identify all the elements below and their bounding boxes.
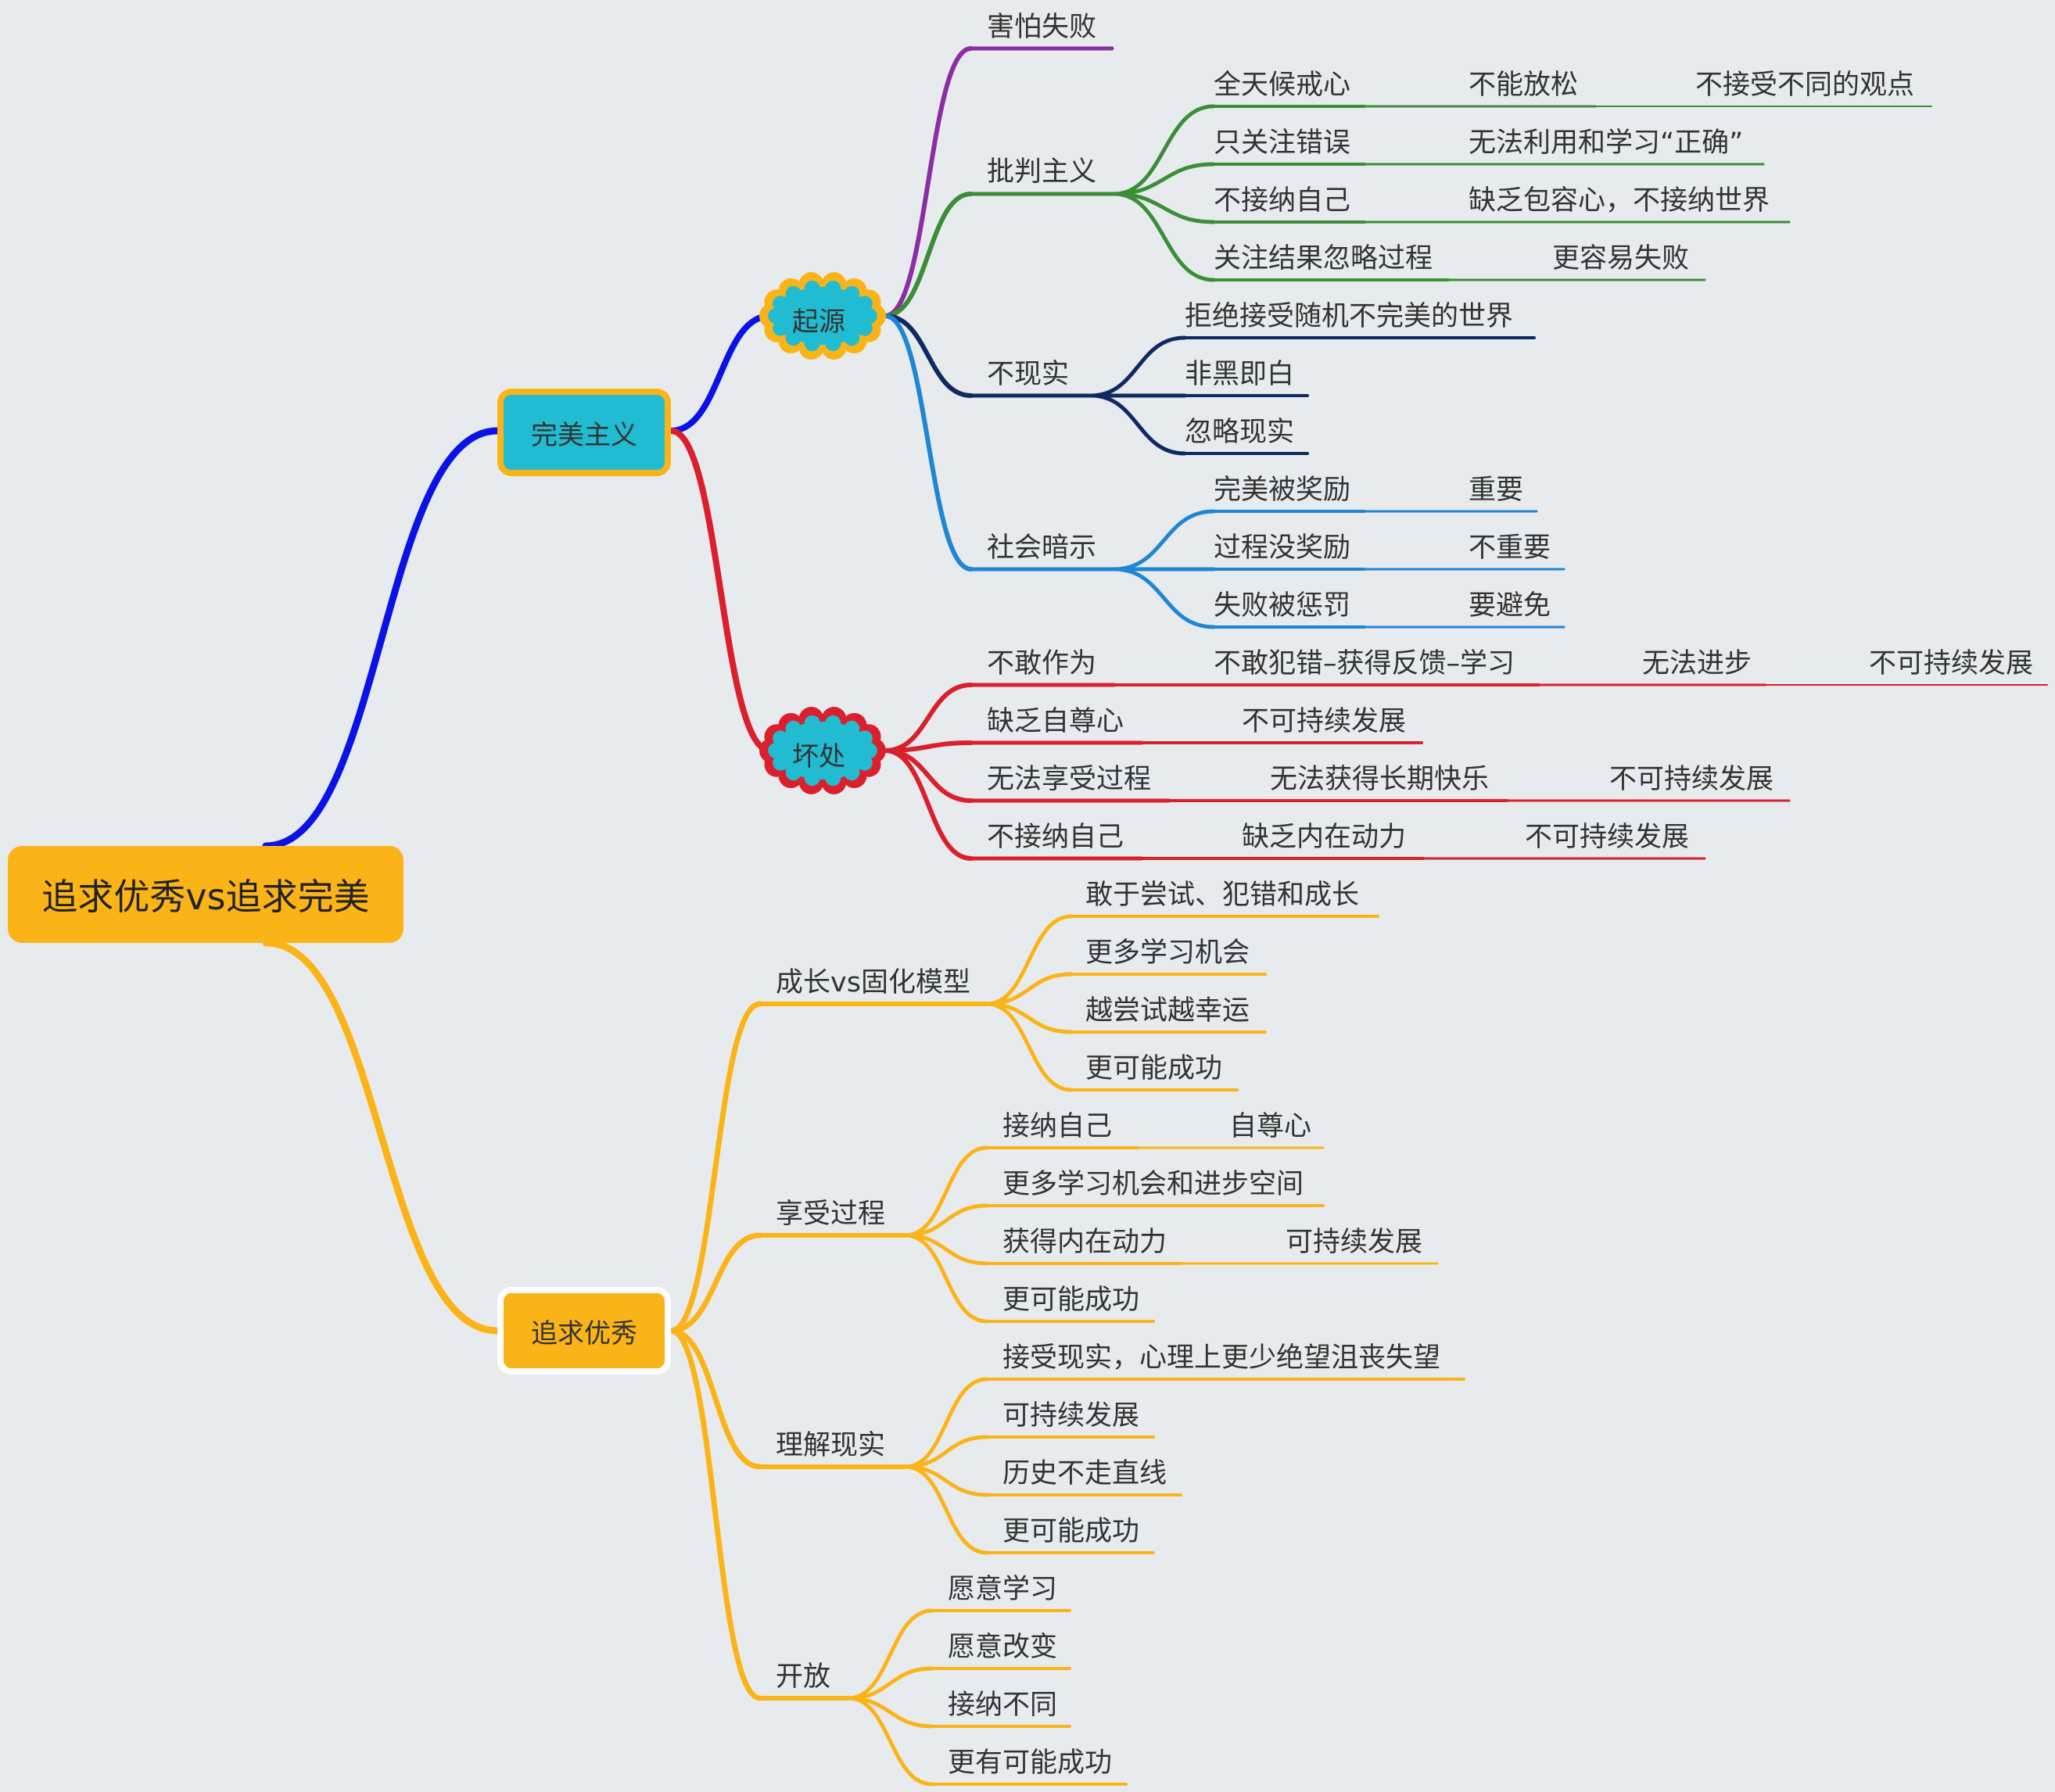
critical-item-1-2[interactable]: 不接受不同的观点 <box>1695 70 1915 101</box>
open-item-2[interactable]: 愿意改变 <box>948 1632 1058 1663</box>
critical-item-4-1[interactable]: 更容易失败 <box>1552 243 1690 274</box>
reality-item-2[interactable]: 可持续发展 <box>1002 1400 1140 1432</box>
enjoy-item-2[interactable]: 更多学习机会和进步空间 <box>1002 1169 1304 1200</box>
connector-12 <box>1112 104 1216 196</box>
reality-label[interactable]: 理解现实 <box>776 1430 886 1461</box>
critical-item-3-1[interactable]: 缺乏包容心，不接纳世界 <box>1469 185 1770 217</box>
growth-item-4[interactable]: 更可能成功 <box>1085 1053 1223 1084</box>
social-item-3[interactable]: 失败被惩罚 <box>1214 590 1351 622</box>
reality-item-4[interactable]: 更可能成功 <box>1002 1516 1140 1547</box>
growth-item-2[interactable]: 更多学习机会 <box>1085 937 1250 969</box>
connector-56 <box>668 1001 763 1334</box>
growth-item-1[interactable]: 敢于尝试、犯错和成长 <box>1085 880 1360 911</box>
social-item-2[interactable]: 过程没奖励 <box>1214 532 1351 564</box>
harm-item-2[interactable]: 缺乏自尊心 <box>987 706 1124 737</box>
connector-72 <box>903 1145 989 1238</box>
connector-75 <box>903 1233 989 1324</box>
connector-60 <box>668 1328 763 1470</box>
connector-8 <box>883 314 974 398</box>
harm-item-3[interactable]: 无法享受过程 <box>987 764 1152 795</box>
root-node[interactable]: 追求优秀vs追求完美 <box>8 846 403 943</box>
connector-0 <box>262 427 501 850</box>
connector-33 <box>1112 567 1216 629</box>
connector-83 <box>903 1435 989 1469</box>
harm-item-4[interactable]: 不接纳自己 <box>987 822 1124 853</box>
connector-4 <box>883 46 974 318</box>
critical-item-1-1[interactable]: 不能放松 <box>1469 70 1579 101</box>
harm-item-1-2[interactable]: 无法进步 <box>1642 648 1752 679</box>
unrealistic-item-3[interactable]: 忽略现实 <box>1185 417 1295 448</box>
connector-93 <box>846 1696 934 1787</box>
connector-91 <box>846 1666 934 1701</box>
connector-67 <box>984 1002 1074 1092</box>
critical-label[interactable]: 批判主义 <box>987 156 1097 188</box>
enjoy-item-3-1[interactable]: 可持续发展 <box>1286 1227 1423 1258</box>
connector-15 <box>1112 192 1216 282</box>
open-item-3[interactable]: 接纳不同 <box>948 1690 1058 1721</box>
harm-item-2-1[interactable]: 不可持续发展 <box>1242 706 1407 737</box>
enjoy-item-4[interactable]: 更可能成功 <box>1002 1285 1140 1316</box>
unrealistic-item-1[interactable]: 拒绝接受随机不完美的世界 <box>1185 301 1514 332</box>
connector-1 <box>262 939 501 1335</box>
connector-3 <box>668 428 773 754</box>
enjoy-item-1[interactable]: 接纳自己 <box>1002 1111 1113 1142</box>
open-item-1[interactable]: 愿意学习 <box>948 1574 1058 1605</box>
connector-65 <box>984 972 1074 1006</box>
origin-node-label[interactable]: 起源 <box>792 306 845 338</box>
connector-2 <box>668 313 773 434</box>
harm-item-3-1[interactable]: 无法获得长期快乐 <box>1270 764 1490 795</box>
connector-73 <box>903 1203 989 1238</box>
connector-85 <box>903 1464 989 1555</box>
enjoy-item-3[interactable]: 获得内在动力 <box>1002 1227 1167 1258</box>
unrealistic-label[interactable]: 不现实 <box>987 359 1070 390</box>
harm-cloud-node <box>759 707 886 794</box>
enjoy-item-1-1[interactable]: 自尊心 <box>1229 1111 1312 1142</box>
connector-27 <box>1088 393 1187 456</box>
fear-of-failure-label[interactable]: 害怕失败 <box>987 12 1097 43</box>
reality-item-3[interactable]: 历史不走直线 <box>1002 1458 1167 1489</box>
growth-item-3[interactable]: 越尝试越幸运 <box>1085 995 1250 1027</box>
open-item-4[interactable]: 更有可能成功 <box>948 1747 1113 1779</box>
open-label[interactable]: 开放 <box>776 1661 831 1693</box>
connector-42 <box>883 748 974 803</box>
connector-40 <box>883 683 974 753</box>
social-item-3-1[interactable]: 要避免 <box>1469 590 1551 622</box>
connector-64 <box>984 914 1074 1006</box>
connector-13 <box>1112 162 1216 196</box>
excellence-node[interactable]: 追求优秀 <box>497 1287 671 1374</box>
connector-90 <box>846 1608 934 1701</box>
connector-31 <box>1112 509 1216 572</box>
harm-item-3-2[interactable]: 不可持续发展 <box>1609 764 1774 795</box>
critical-item-2[interactable]: 只关注错误 <box>1214 127 1351 159</box>
connector-6 <box>883 192 974 318</box>
growth-label[interactable]: 成长vs固化模型 <box>776 967 970 998</box>
harm-item-1-3[interactable]: 不可持续发展 <box>1869 648 2034 679</box>
harm-item-4-2[interactable]: 不可持续发展 <box>1525 822 1690 853</box>
perfectionism-node[interactable]: 完美主义 <box>497 389 671 476</box>
reality-item-1[interactable]: 接受现实，心理上更少绝望沮丧失望 <box>1002 1342 1441 1374</box>
unrealistic-item-2[interactable]: 非黑即白 <box>1185 359 1295 390</box>
connector-43 <box>883 748 974 861</box>
connector-62 <box>668 1328 763 1701</box>
enjoy-label[interactable]: 享受过程 <box>776 1199 886 1230</box>
critical-item-2-1[interactable]: 无法利用和学习“正确” <box>1469 127 1744 159</box>
critical-item-1[interactable]: 全天候戒心 <box>1214 70 1351 101</box>
harm-item-1-1[interactable]: 不敢犯错–获得反馈–学习 <box>1214 648 1515 679</box>
social-item-1[interactable]: 完美被奖励 <box>1214 475 1351 506</box>
connector-10 <box>883 314 974 572</box>
harm-item-1[interactable]: 不敢作为 <box>987 648 1097 679</box>
origin-cloud-node <box>759 272 886 360</box>
social-item-2-1[interactable]: 不重要 <box>1469 532 1551 564</box>
connector-58 <box>668 1232 763 1334</box>
social-item-1-1[interactable]: 重要 <box>1469 475 1524 506</box>
connector-82 <box>903 1377 989 1469</box>
connector-25 <box>1088 335 1187 398</box>
harm-item-4-1[interactable]: 缺乏内在动力 <box>1242 822 1407 853</box>
critical-item-3[interactable]: 不接纳自己 <box>1214 185 1351 217</box>
harm-node-label[interactable]: 坏处 <box>792 741 845 772</box>
critical-item-4[interactable]: 关注结果忽略过程 <box>1214 243 1433 274</box>
social-label[interactable]: 社会暗示 <box>987 532 1097 564</box>
